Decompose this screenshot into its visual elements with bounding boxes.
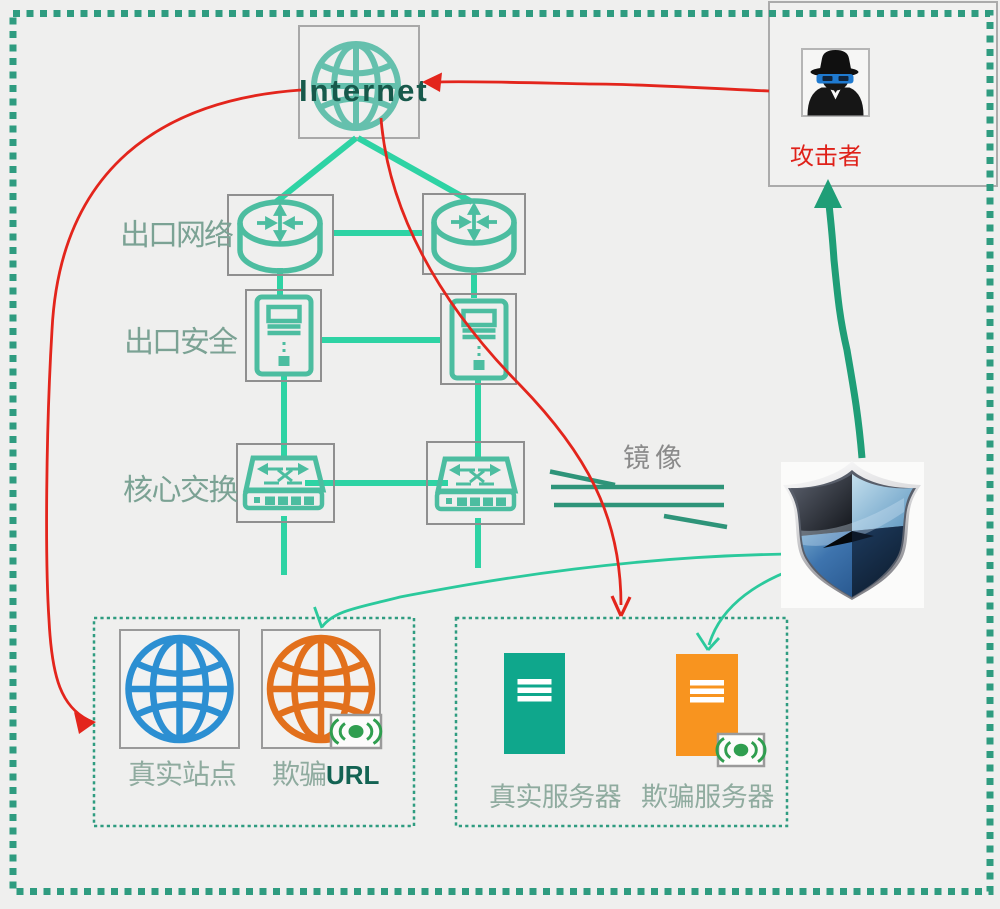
svg-text:Internet: Internet — [299, 73, 429, 108]
svg-text:URL: URL — [326, 760, 380, 790]
